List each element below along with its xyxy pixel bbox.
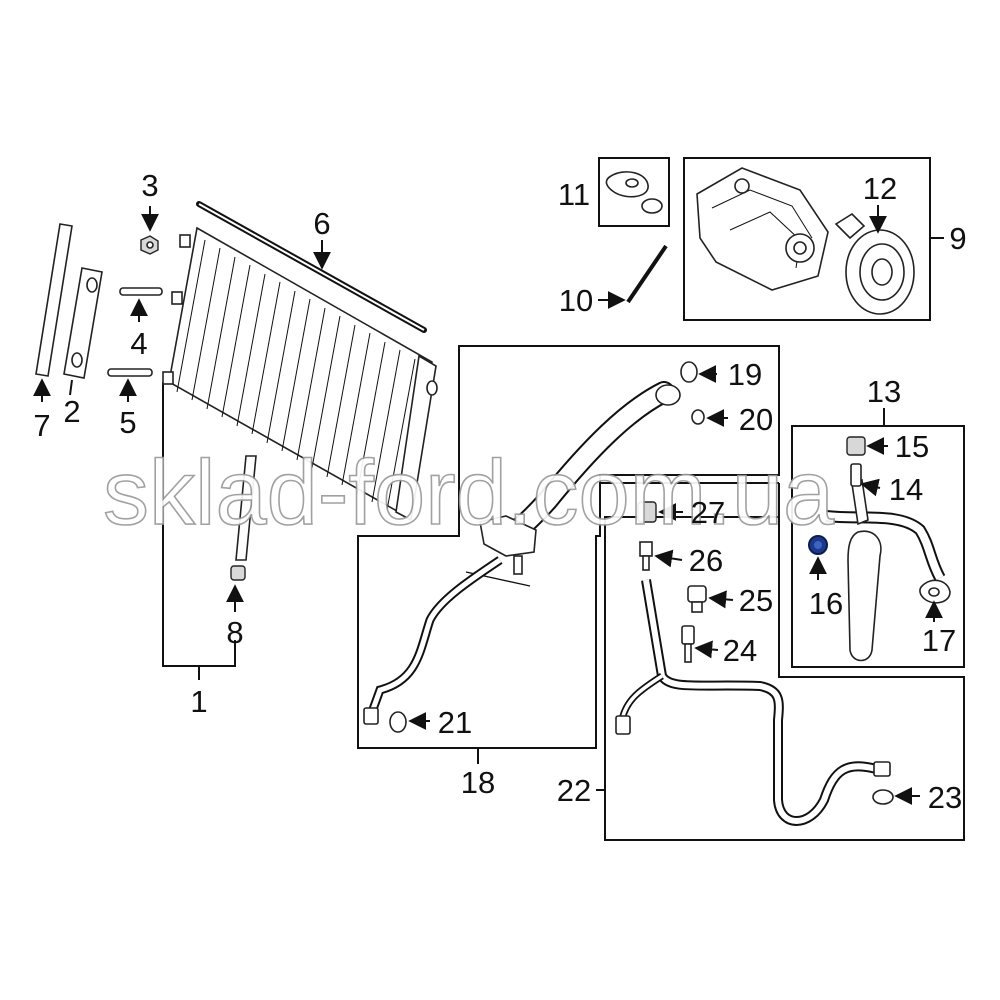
cap-27 xyxy=(637,501,657,523)
watermark: sklad-ford.com.ua xyxy=(103,442,835,544)
o-ring-20 xyxy=(691,409,705,425)
box-18 xyxy=(357,345,780,749)
drier-8 xyxy=(230,455,257,581)
callout-24: 24 xyxy=(723,633,757,668)
callout-20: 20 xyxy=(739,402,773,437)
callout-18: 18 xyxy=(461,765,495,800)
bolt-3 xyxy=(140,235,159,255)
callout-13: 13 xyxy=(867,374,901,409)
valve-14 xyxy=(850,463,862,487)
part-7-bracket xyxy=(35,223,73,377)
arrow-14 xyxy=(860,478,881,497)
callout-26: 26 xyxy=(689,543,723,578)
callout-6: 6 xyxy=(313,206,330,241)
callout-25: 25 xyxy=(739,583,773,618)
condenser xyxy=(162,226,438,522)
callout-5: 5 xyxy=(119,405,136,440)
o-rings-11 xyxy=(605,171,663,214)
arrow-2 xyxy=(69,379,73,396)
sensor-24 xyxy=(681,625,695,663)
condenser-fins xyxy=(176,239,416,511)
callout-12: 12 xyxy=(863,171,897,206)
o-ring-19 xyxy=(680,361,698,383)
callout-10: 10 xyxy=(559,283,593,318)
clutch-12 xyxy=(834,212,915,315)
part-2-bracket xyxy=(63,267,103,379)
callout-7: 7 xyxy=(33,408,50,443)
callout-1: 1 xyxy=(190,684,207,719)
callout-3: 3 xyxy=(141,168,158,203)
o-ring-21 xyxy=(389,711,407,733)
bolt-10 xyxy=(626,244,668,304)
callout-9: 9 xyxy=(949,221,966,256)
gasket-17 xyxy=(919,579,951,604)
hose-13 xyxy=(825,478,946,662)
compressor xyxy=(696,167,829,291)
valve-26 xyxy=(639,541,653,571)
callout-22: 22 xyxy=(557,773,591,808)
callout-19: 19 xyxy=(728,357,762,392)
callout-14: 14 xyxy=(889,472,923,507)
callout-27: 27 xyxy=(691,495,725,530)
callout-15: 15 xyxy=(895,429,929,464)
arrow-25 xyxy=(708,590,734,609)
callout-23: 23 xyxy=(928,780,962,815)
arrow-26 xyxy=(654,549,683,568)
switch-25 xyxy=(687,585,707,613)
callout-16: 16 xyxy=(809,586,843,621)
callout-11: 11 xyxy=(558,177,590,212)
box-13 xyxy=(791,425,965,668)
suction-hose-18 xyxy=(363,381,681,725)
o-ring-23 xyxy=(872,789,894,805)
arrow-24 xyxy=(694,640,719,659)
callout-4: 4 xyxy=(130,326,147,361)
callout-8: 8 xyxy=(226,615,243,650)
box-11 xyxy=(598,157,670,227)
callout-21: 21 xyxy=(438,705,472,740)
pin-5 xyxy=(107,368,153,377)
pin-4 xyxy=(119,287,163,296)
callout-17: 17 xyxy=(922,623,956,658)
callout-2: 2 xyxy=(63,394,80,429)
liquid-line-22 xyxy=(615,579,891,826)
cap-15 xyxy=(846,436,866,456)
